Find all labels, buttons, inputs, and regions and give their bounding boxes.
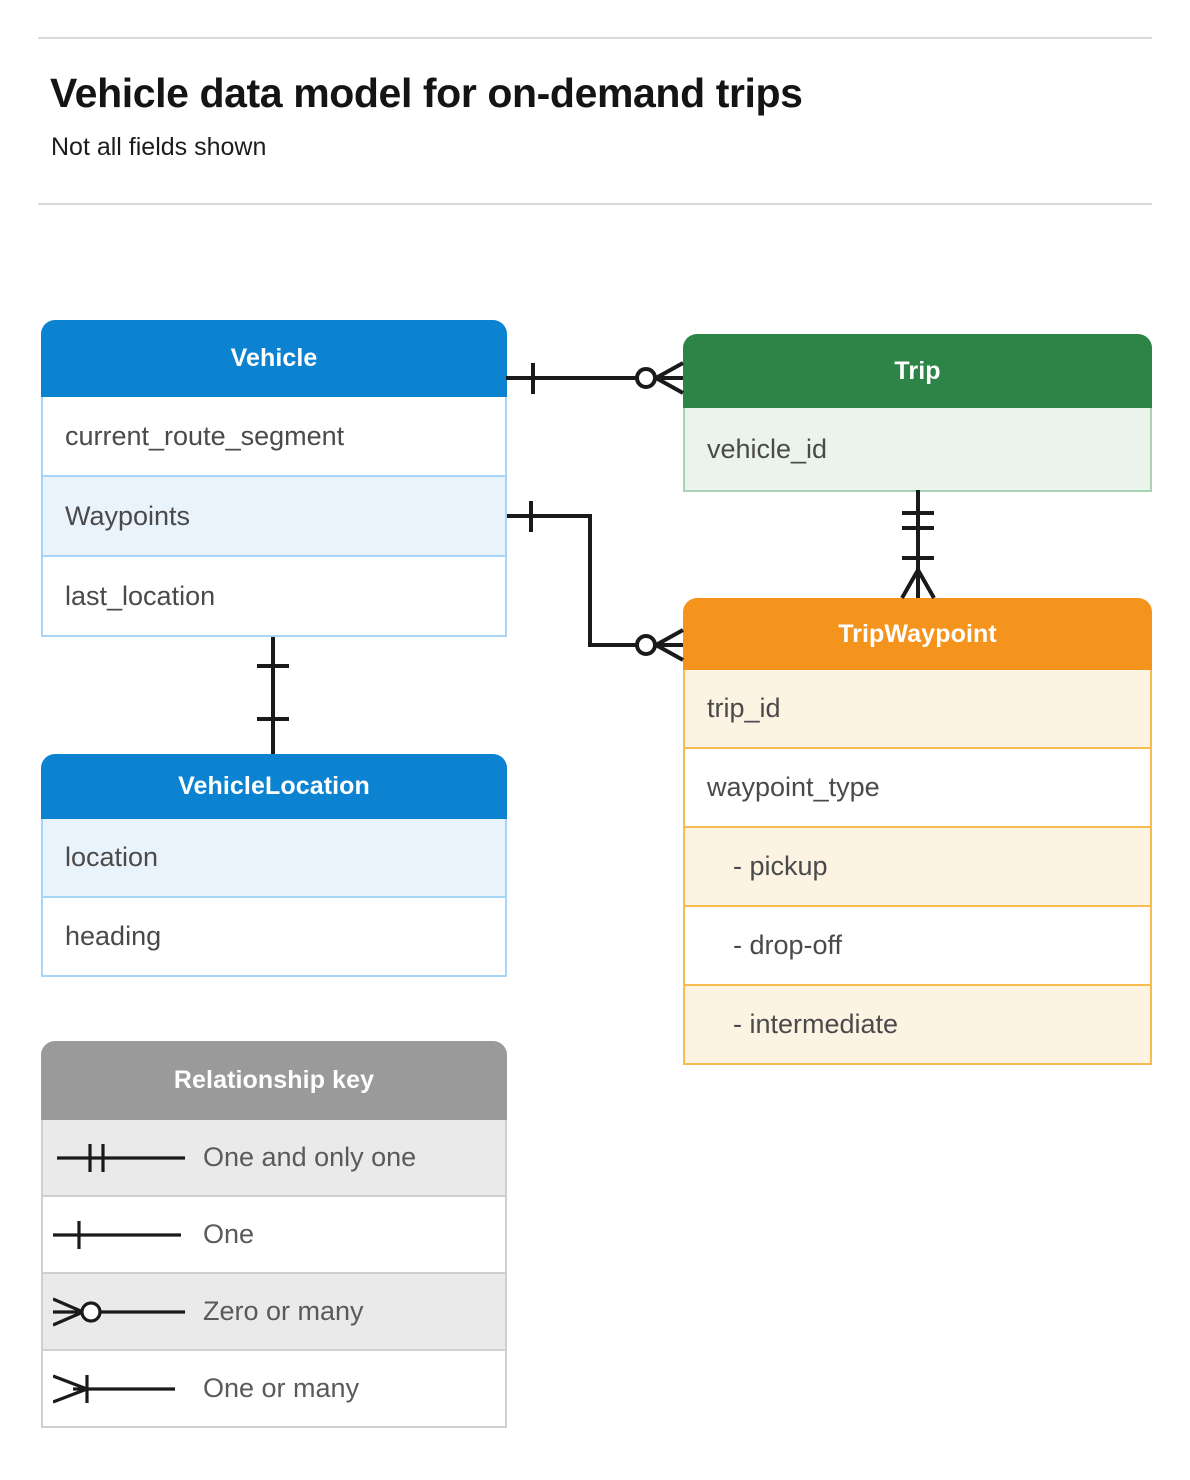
page-subtitle: Not all fields shown — [51, 133, 267, 161]
one-icon — [43, 1215, 203, 1255]
entity-trip-waypoint-fields: trip_id waypoint_type - pickup - drop-of… — [683, 670, 1152, 1065]
legend-row-zero-or-many: Zero or many — [41, 1274, 507, 1351]
field-waypoint-type[interactable]: waypoint_type — [683, 749, 1152, 828]
entity-trip-waypoint-title: TripWaypoint — [683, 598, 1152, 670]
zero-or-many-icon — [43, 1292, 203, 1332]
entity-vehicle-fields: current_route_segment Waypoints last_loc… — [41, 397, 507, 637]
field-current-route-segment[interactable]: current_route_segment — [41, 397, 507, 477]
field-value-pickup[interactable]: - pickup — [683, 828, 1152, 907]
connector-vehicle-vehiclelocation — [257, 637, 289, 754]
legend-row-one-or-many: One or many — [41, 1351, 507, 1428]
page-title: Vehicle data model for on-demand trips — [50, 70, 803, 116]
legend-label-one-and-only-one: One and only one — [203, 1142, 417, 1172]
entity-vehicle[interactable]: Vehicle current_route_segment Waypoints … — [41, 320, 507, 637]
one-or-many-icon — [43, 1369, 203, 1409]
entity-vehicle-location-fields: location heading — [41, 819, 507, 977]
relationship-key-legend: Relationship key One and only one One — [41, 1041, 507, 1428]
field-location[interactable]: location — [41, 819, 507, 898]
entity-trip-waypoint[interactable]: TripWaypoint trip_id waypoint_type - pic… — [683, 598, 1152, 1065]
entity-trip[interactable]: Trip vehicle_id — [683, 334, 1152, 492]
legend-title: Relationship key — [41, 1041, 507, 1120]
connector-vehicle-trip — [506, 361, 684, 395]
field-heading[interactable]: heading — [41, 898, 507, 977]
field-value-drop-off[interactable]: - drop-off — [683, 907, 1152, 986]
entity-trip-title: Trip — [683, 334, 1152, 408]
legend-label-one-or-many: One or many — [203, 1373, 360, 1403]
one-and-only-one-icon — [43, 1138, 203, 1178]
field-last-location[interactable]: last_location — [41, 557, 507, 637]
connector-trip-tripwaypoint — [900, 490, 936, 599]
entity-trip-fields: vehicle_id — [683, 408, 1152, 492]
entity-vehicle-title: Vehicle — [41, 320, 507, 397]
field-value-intermediate[interactable]: - intermediate — [683, 986, 1152, 1065]
legend-row-one-and-only-one: One and only one — [41, 1120, 507, 1197]
connector-waypoints-tripwaypoint — [507, 501, 684, 662]
legend-label-zero-or-many: Zero or many — [203, 1296, 364, 1326]
header-divider-top — [38, 37, 1152, 39]
legend-row-one: One — [41, 1197, 507, 1274]
header-divider-bottom — [38, 203, 1152, 205]
entity-vehicle-location[interactable]: VehicleLocation location heading — [41, 754, 507, 977]
entity-vehicle-location-title: VehicleLocation — [41, 754, 507, 819]
field-vehicle-id[interactable]: vehicle_id — [683, 408, 1152, 492]
field-trip-id[interactable]: trip_id — [683, 670, 1152, 749]
legend-label-one: One — [203, 1219, 255, 1249]
field-waypoints[interactable]: Waypoints — [41, 477, 507, 557]
